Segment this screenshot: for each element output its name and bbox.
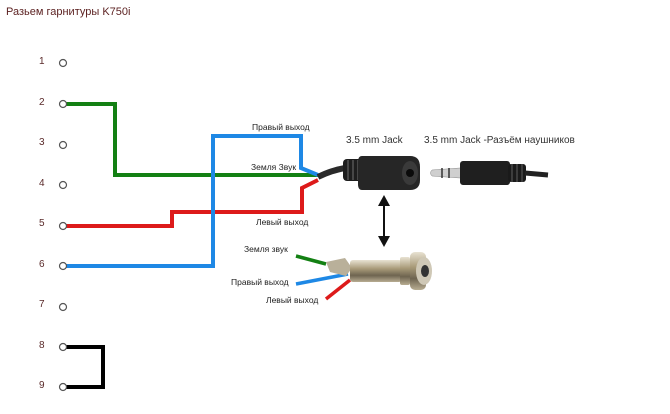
wire-left — [63, 178, 319, 228]
wire-ground — [63, 102, 318, 177]
double-arrow-icon — [378, 195, 390, 247]
pin-9 — [58, 382, 68, 392]
pin-6 — [58, 261, 68, 271]
wire-jumper — [63, 345, 105, 389]
pin-3 — [58, 140, 68, 150]
pin-2 — [58, 99, 68, 109]
wire-right — [63, 134, 319, 268]
pin-label-1: 1 — [39, 56, 45, 67]
label-male-jack: 3.5 mm Jack -Разъём наушников — [424, 135, 575, 146]
female-jack-image — [316, 156, 420, 190]
pin-label-7: 7 — [39, 299, 45, 310]
pin-label-6: 6 — [39, 259, 45, 270]
pins — [58, 58, 68, 392]
panel-socket-image — [326, 252, 432, 290]
pin-label-9: 9 — [39, 380, 45, 391]
pin-4 — [58, 180, 68, 190]
pin-label-5: 5 — [39, 218, 45, 229]
diagram-title: Разьем гарнитуры K750i — [6, 6, 131, 18]
pin-8 — [58, 342, 68, 352]
label-left-out-top: Левый выход — [256, 217, 309, 227]
label-female-jack: 3.5 mm Jack — [346, 135, 403, 146]
pin-label-2: 2 — [39, 97, 45, 108]
socket-wire-ground — [295, 254, 327, 266]
pin-label-4: 4 — [39, 178, 45, 189]
socket-wire-right — [295, 272, 349, 286]
label-ground-socket: Земля звук — [244, 244, 288, 254]
pin-1 — [58, 58, 68, 68]
pin-5 — [58, 221, 68, 231]
label-right-out-top: Правый выход — [252, 122, 310, 132]
pin-7 — [58, 302, 68, 312]
male-jack-image — [430, 161, 549, 185]
label-left-out-socket: Левый выход — [266, 295, 319, 305]
label-ground-top: Земля Звук — [251, 162, 297, 172]
socket-wire-left — [324, 278, 352, 301]
pin-label-3: 3 — [39, 137, 45, 148]
pin-label-8: 8 — [39, 340, 45, 351]
label-right-out-socket: Правый выход — [231, 277, 289, 287]
